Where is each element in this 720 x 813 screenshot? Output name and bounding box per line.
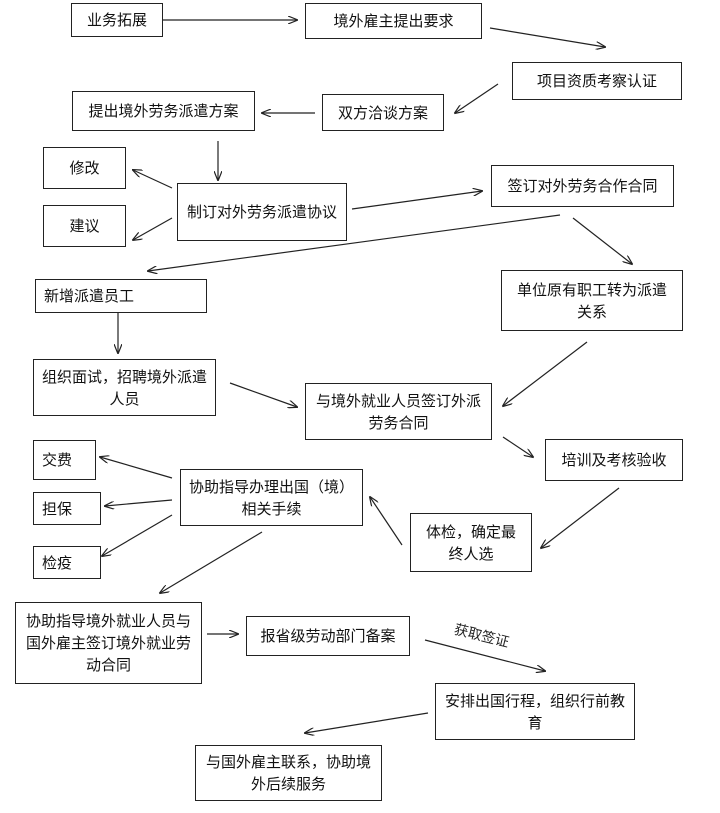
- node-sign-dispatch-contract: 与境外就业人员签订外派劳务合同: [305, 383, 492, 440]
- node-quarantine: 检疫: [33, 546, 101, 579]
- node-label: 签订对外劳务合作合同: [507, 177, 658, 195]
- node-provincial-filing: 报省级劳动部门备案: [246, 616, 410, 656]
- node-guarantee: 担保: [33, 492, 101, 525]
- node-label: 与国外雇主联系，协助境外后续服务: [205, 753, 371, 793]
- node-label: 安排出国行程，组织行前教育: [444, 691, 625, 732]
- node-label: 检疫: [42, 553, 73, 572]
- node-business-expansion: 业务拓展: [71, 3, 163, 37]
- arrow-n2-n3: [489, 27, 605, 47]
- node-sign-cooperation-contract: 签订对外劳务合作合同: [491, 165, 674, 207]
- node-label: 境外雇主提出要求: [333, 12, 454, 30]
- node-interview-recruit: 组织面试，招聘境外派遣人员: [33, 359, 216, 416]
- arrow-n17-n20: [160, 531, 263, 593]
- node-training-acceptance: 培训及考核验收: [545, 439, 683, 481]
- node-label: 业务拓展: [86, 11, 147, 29]
- arrow-n21-n22: [424, 639, 545, 671]
- node-label: 交费: [42, 451, 73, 469]
- node-exit-procedures: 协助指导办理出国（境）相关手续: [180, 469, 363, 526]
- arrow-n17-n15: [105, 499, 173, 506]
- node-draft-agreement: 制订对外劳务派遣协议: [177, 183, 347, 241]
- arrow-n22-n23: [305, 712, 429, 733]
- node-label: 双方洽谈方案: [337, 103, 428, 122]
- node-label: 修改: [69, 159, 100, 177]
- node-label: 组织面试，招聘境外派遣人员: [42, 367, 208, 408]
- node-label: 项目资质考察认证: [536, 72, 657, 90]
- node-label: 单位原有职工转为派遣关系: [516, 280, 667, 321]
- arrow-n8-n6: [133, 170, 173, 189]
- node-medical-final-selection: 体检，确定最终人选: [410, 513, 532, 572]
- arrow-n11-n13: [503, 341, 588, 406]
- arrow-n9-n10: [148, 214, 561, 271]
- node-existing-staff: 单位原有职工转为派遣关系: [501, 270, 683, 331]
- node-fee: 交费: [33, 440, 96, 480]
- arrow-n17-n16: [102, 514, 173, 556]
- arrow-n18-n19: [541, 487, 620, 548]
- arrow-n9-n11: [572, 217, 632, 264]
- node-followup-service: 与国外雇主联系，协助境外后续服务: [195, 745, 382, 801]
- node-label: 培训及考核验收: [561, 451, 667, 469]
- node-suggest: 建议: [43, 205, 126, 247]
- node-dispatch-plan: 提出境外劳务派遣方案: [72, 91, 255, 131]
- arrow-n8-n7: [133, 217, 173, 240]
- node-label: 协助指导办理出国（境）相关手续: [189, 477, 355, 518]
- node-label: 制订对外劳务派遣协议: [186, 203, 337, 221]
- node-label: 提出境外劳务派遣方案: [88, 102, 239, 120]
- arrow-n17-n14: [100, 457, 173, 479]
- node-qualification-check: 项目资质考察认证: [512, 62, 682, 100]
- arrow-n12-n13: [229, 382, 297, 407]
- node-employment-contract: 协助指导境外就业人员与国外雇主签订境外就业劳动合同: [15, 602, 202, 684]
- node-departure-education: 安排出国行程，组织行前教育: [435, 683, 635, 740]
- node-negotiation: 双方洽谈方案: [322, 94, 444, 131]
- node-employer-request: 境外雇主提出要求: [305, 3, 482, 39]
- arrow-n19-n17: [370, 497, 403, 546]
- node-revise: 修改: [43, 147, 126, 189]
- node-label: 协助指导境外就业人员与国外雇主签订境外就业劳动合同: [25, 612, 191, 674]
- node-label: 报省级劳动部门备案: [260, 627, 396, 645]
- node-label: 体检，确定最终人选: [425, 522, 516, 563]
- arrow-n13-n18: [502, 436, 533, 457]
- node-label: 建议: [69, 217, 100, 235]
- node-label: 新增派遣员工: [44, 287, 135, 305]
- arrow-n8-n9: [351, 191, 482, 210]
- arrow-n3-n4: [455, 83, 499, 113]
- node-new-employees: 新增派遣员工: [35, 279, 207, 313]
- node-label: 担保: [42, 499, 73, 518]
- node-label: 与境外就业人员签订外派劳务合同: [315, 391, 481, 432]
